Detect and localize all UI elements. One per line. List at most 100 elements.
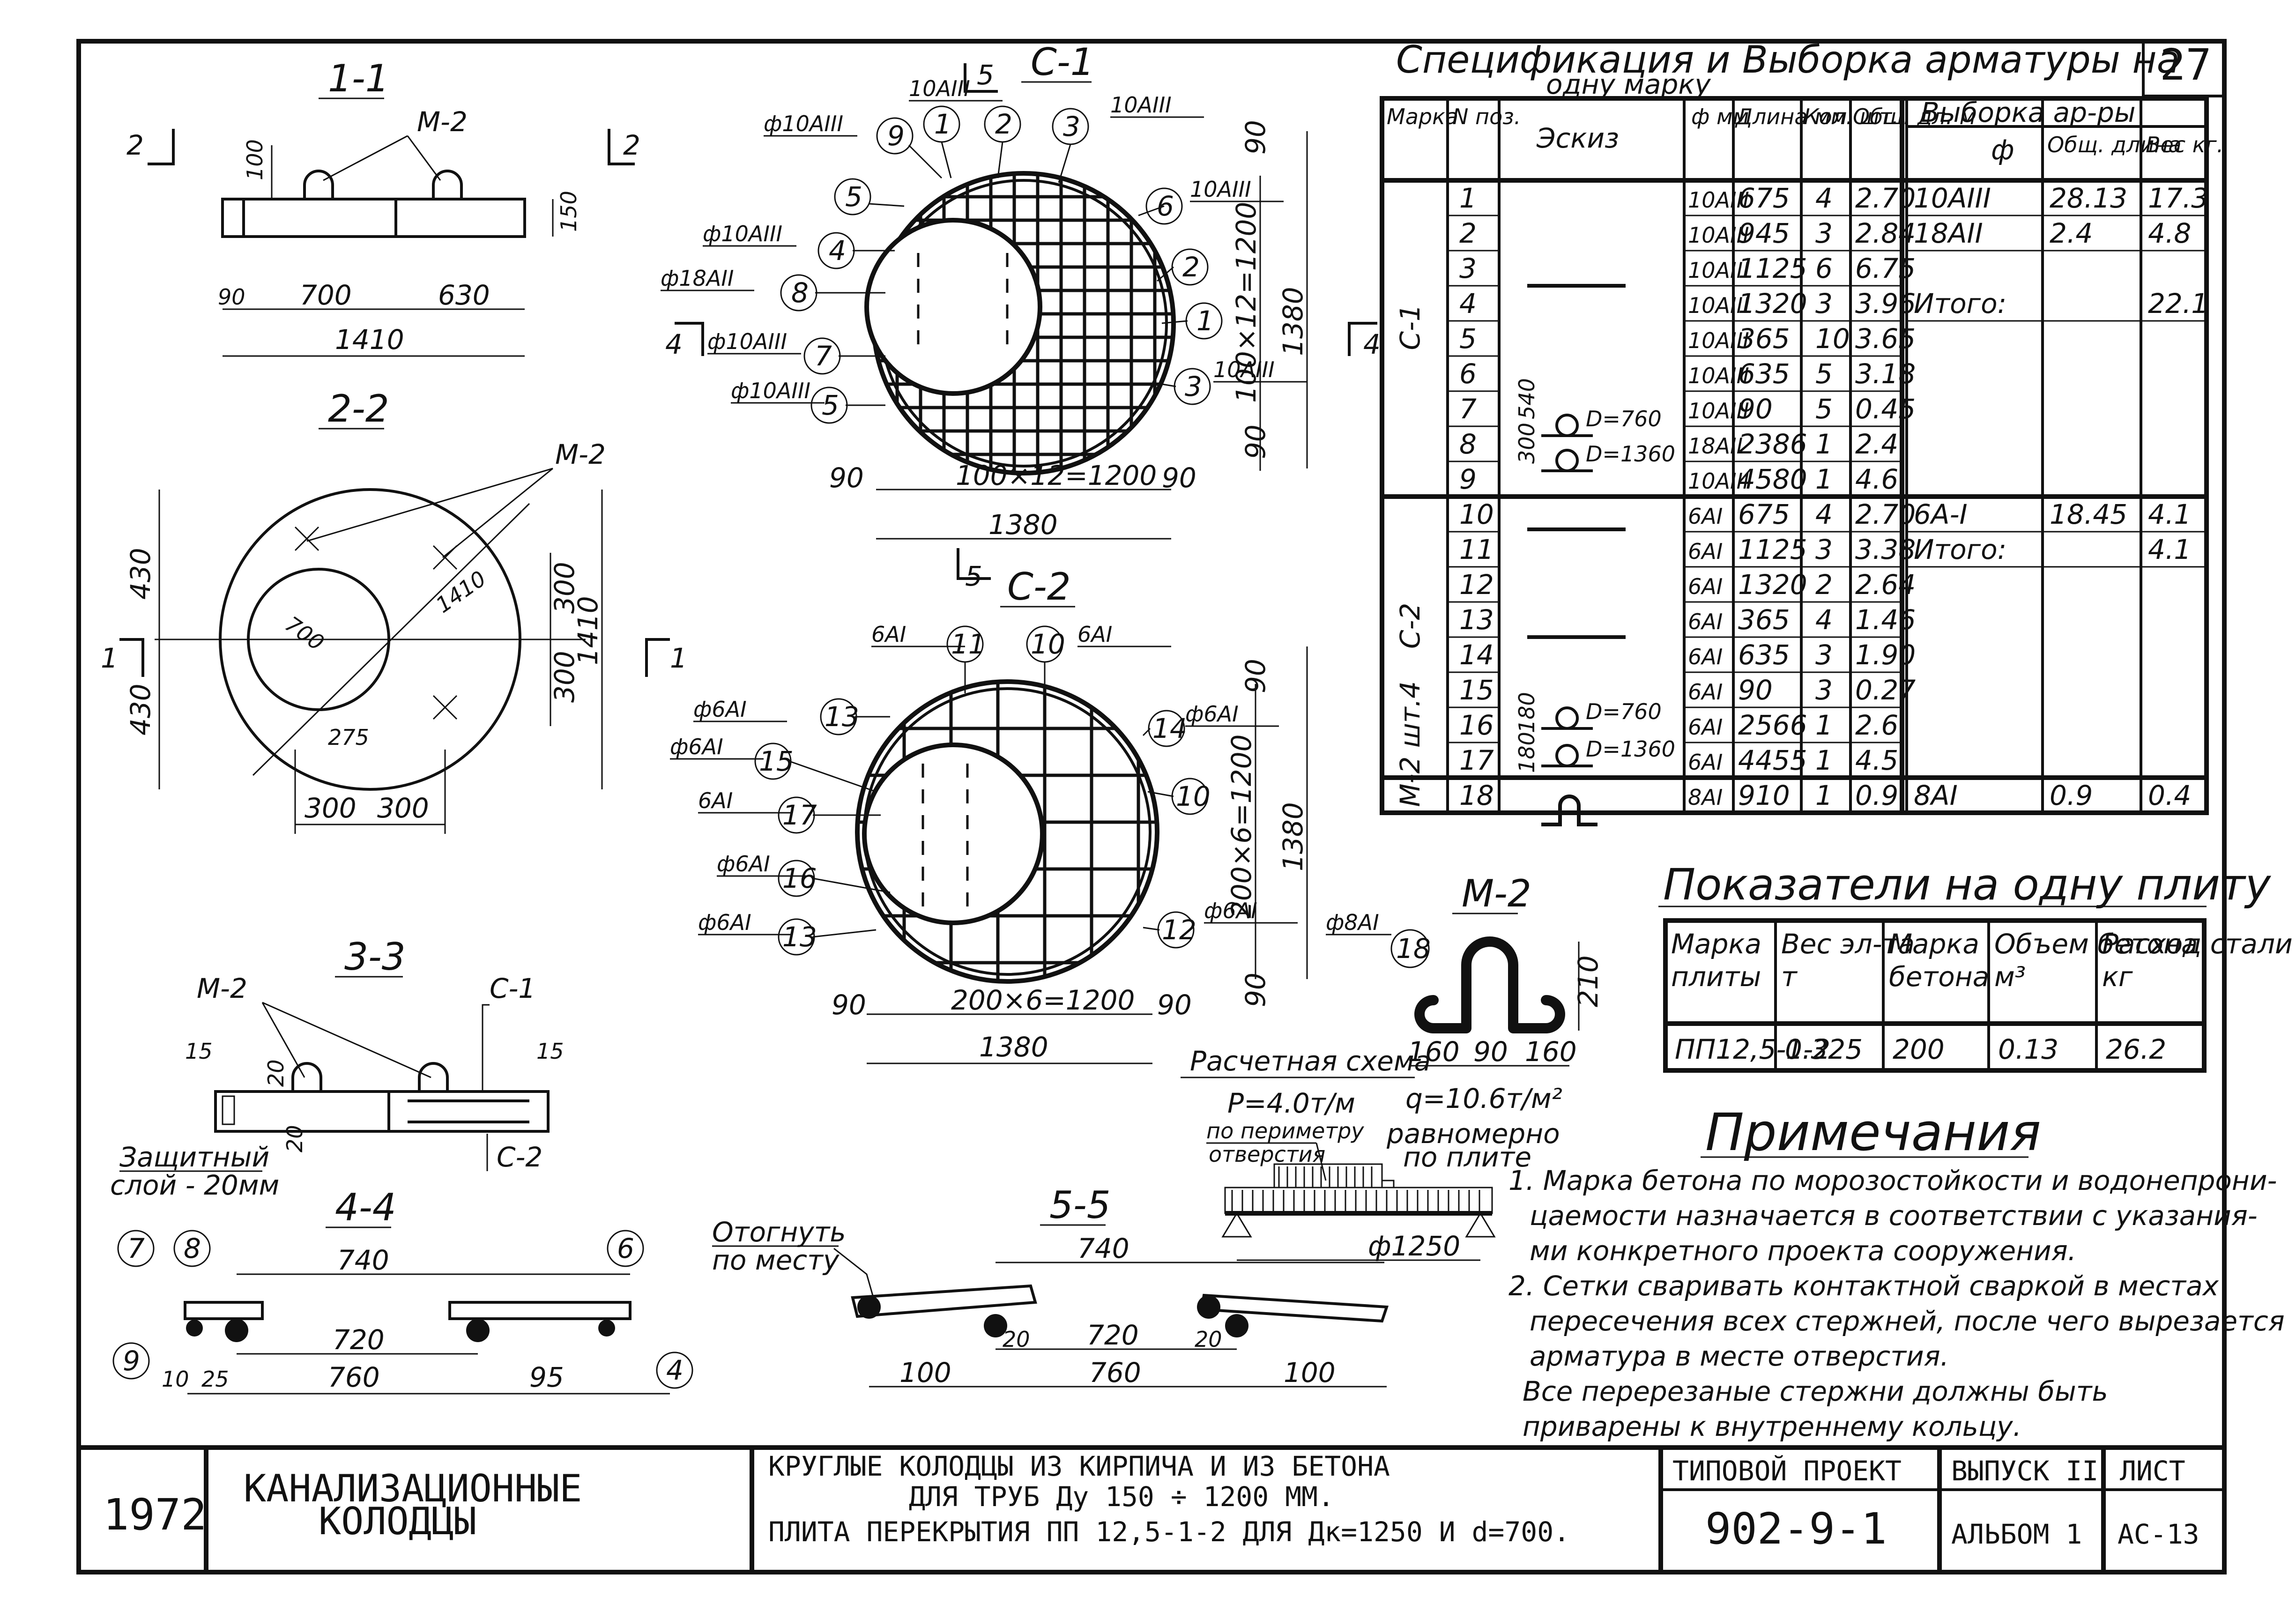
spec-qty: 1 (1815, 780, 1833, 811)
section-3-3-c1: С-1 (490, 973, 535, 1004)
spec-sel-dia: 10АIII (1914, 182, 1991, 214)
spec-qty: 5 (1815, 393, 1833, 425)
spec-header-sel-weight: Вес кг. (2146, 132, 2223, 157)
spec-length: 4455 (1738, 744, 1807, 776)
c1-callout-number: 3 (1185, 371, 1202, 402)
scheme-q-note-1: равномерно (1386, 1118, 1560, 1150)
spec-qty: 1 (1815, 709, 1833, 741)
spec-total: 3.65 (1855, 323, 1916, 355)
spec-length: 2566 (1738, 709, 1807, 741)
c1-dim-side: 100×12=1200 (1230, 202, 1262, 403)
spec-total: 3.38 (1855, 534, 1916, 565)
dim-20-5b: 20 (1195, 1327, 1222, 1352)
spec-qty: 2 (1815, 569, 1833, 601)
c1-callout-bar-label: ф10АIII (707, 329, 787, 354)
spec-total: 2.6 (1855, 709, 1898, 741)
c1-callout-number: 1 (1196, 305, 1214, 337)
spec-mark: М-2 шт.4 (1394, 681, 1426, 807)
spec-length: 1320 (1738, 569, 1807, 601)
bar-7: 7 (127, 1233, 145, 1264)
dim-hole-700: 700 (281, 611, 329, 656)
spec-total: 1.90 (1855, 639, 1916, 671)
spec-total: 0.27 (1855, 674, 1916, 706)
year: 1972 (103, 1490, 207, 1540)
c2-dim-total: 1380 (979, 1031, 1048, 1063)
spec-qty: 1 (1815, 428, 1833, 460)
spec-length: 365 (1738, 323, 1790, 355)
c1-callout-bar-label: ф18АII (661, 266, 734, 291)
m2-dim-160b: 160 (1525, 1036, 1577, 1068)
c1-callout-circle (834, 178, 871, 215)
cut-4-left: 4 (665, 328, 683, 360)
note-line: цаемости назначается в соответствии с ук… (1530, 1200, 2258, 1232)
spec-header-total: Общ. дл. м (1853, 104, 1976, 129)
scheme-title: Расчетная схема (1190, 1045, 1431, 1077)
spec-sel-length: 28.13 (2050, 182, 2127, 214)
spec-length: 90 (1738, 674, 1773, 706)
indicator-header: Расход стали (2102, 928, 2293, 960)
spec-dia: 6АI (1688, 714, 1723, 740)
spec-dia: 6АI (1688, 679, 1723, 705)
section-3-3-m2: М-2 (197, 973, 247, 1004)
m2-title: М-2 (1462, 872, 1531, 915)
c2-callout-number: 13 (782, 921, 817, 953)
spec-sel-weight: 4.1 (2148, 498, 2191, 530)
scheme-p: P=4.0т/м (1227, 1087, 1355, 1119)
section-1-1-mark: М-2 (417, 106, 468, 138)
spec-total: 2.64 (1855, 569, 1916, 601)
spec-total: 0.9 (1855, 780, 1898, 811)
spec-mark: С-1 (1394, 304, 1426, 350)
indicator-header: кг (2102, 961, 2133, 993)
spec-pos: 4 (1459, 288, 1477, 319)
section-2-2-mark: М-2 (555, 438, 606, 470)
indicator-value: 26.2 (2106, 1033, 2166, 1065)
spec-dia: 10АIII (1688, 223, 1749, 248)
section-2-2: 2-2 М-2 700 430 430 1410 300 300 1410 27… (101, 387, 687, 834)
dim-95: 95 (529, 1361, 564, 1393)
indicator-header: Вес эл-та (1781, 928, 1915, 960)
spec-sel-length: 0.9 (2050, 780, 2093, 811)
c2-dim-90d: 90 (1240, 973, 1271, 1007)
title-block: 1972 КАНАЛИЗАЦИОННЫЕ КОЛОДЦЫ КРУГЛЫЕ КОЛ… (103, 1448, 2224, 1572)
dim-720-5: 720 (1087, 1319, 1139, 1351)
spec-sketch-diameter: D=1360 (1586, 736, 1675, 762)
m2-dim-90: 90 (1473, 1036, 1508, 1068)
dim-760: 760 (328, 1361, 380, 1393)
c2-callout-bar-label: 6АI (698, 788, 733, 813)
c2-callout-number: 11 (951, 628, 986, 660)
bar-9: 9 (123, 1345, 140, 1377)
section-1-1-slab (221, 198, 526, 238)
spec-total: 3.18 (1855, 358, 1916, 390)
spec-header-sketch: Эскиз (1536, 122, 1619, 154)
c2-callout-number: 13 (825, 701, 859, 733)
dim-25: 25 (201, 1366, 229, 1392)
spec-pos: 16 (1459, 709, 1494, 741)
indicator-value: 200 (1893, 1033, 1945, 1065)
note-line: пересечения всех стержней, после чего вы… (1530, 1305, 2285, 1337)
dim-100-5a: 100 (899, 1357, 951, 1389)
c2-callout-bar-label: ф6АI (717, 851, 770, 876)
spec-header-count: Кол. шт. (1804, 104, 1899, 129)
c1-callout-bar-label: 10АIII (1190, 177, 1251, 202)
spec-sel-weight: 22.1 (2148, 288, 2208, 319)
spec-sel-weight: 4.8 (2148, 217, 2191, 249)
section-3-3-slab (214, 1090, 550, 1133)
c1-callout-number: 2 (1182, 251, 1200, 283)
scheme-q-note-2: по плите (1403, 1141, 1531, 1173)
spec-pos: 15 (1459, 674, 1494, 706)
spec-sel-length: 18.45 (2050, 498, 2127, 530)
spec-dia: 18АII (1688, 433, 1743, 459)
dim-1410: 1410 (335, 324, 404, 356)
c1-callout-number: 6 (1157, 190, 1174, 222)
c1-callout-number: 3 (1063, 111, 1080, 142)
spec-table: Спецификация и Выборка арматуры на одну … (1380, 38, 2224, 826)
spec-qty: 3 (1815, 674, 1833, 706)
spec-dia: 6АI (1688, 644, 1723, 669)
spec-length: 675 (1738, 182, 1790, 214)
spec-header-selection: Выборка ар-ры (1921, 97, 2136, 128)
c1-callout-number: 8 (791, 277, 809, 309)
spec-total: 4.5 (1855, 744, 1898, 776)
dim-700: 700 (300, 279, 352, 311)
note-line: Все перерезаные стержни должны быть (1523, 1375, 2108, 1407)
